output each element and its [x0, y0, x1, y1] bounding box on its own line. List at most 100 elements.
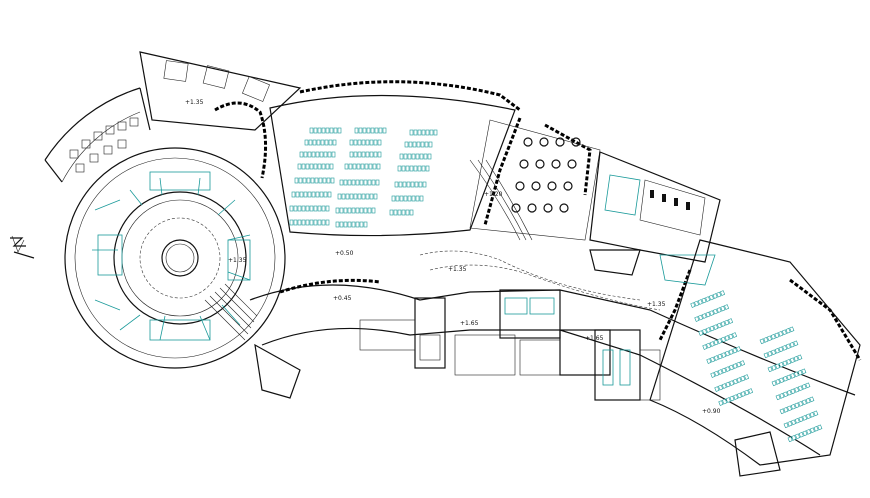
seat: [351, 179, 356, 186]
seat: [313, 127, 318, 134]
seat: [698, 330, 704, 336]
seat: [382, 127, 387, 134]
east-wing: [589, 151, 721, 286]
seat: [323, 191, 328, 198]
seat: [369, 139, 374, 146]
cafe-table: [523, 137, 533, 147]
seat: [363, 179, 368, 186]
seat: [709, 310, 715, 316]
seat: [783, 422, 789, 429]
seat: [403, 195, 408, 202]
seat: [323, 151, 328, 158]
seat: [701, 313, 707, 319]
seat: [349, 193, 354, 200]
seat: [293, 205, 298, 212]
cafe-table: [563, 181, 573, 191]
seat: [339, 179, 344, 186]
seat: [404, 141, 409, 148]
seat: [355, 221, 360, 228]
seat: [767, 335, 773, 342]
seat: [299, 151, 304, 158]
seat: [728, 349, 734, 355]
seat: [343, 221, 348, 228]
seat: [308, 139, 313, 146]
seat: [424, 141, 429, 148]
seat: [775, 394, 781, 401]
seat: [698, 314, 704, 321]
seat: [377, 151, 382, 158]
seat: [331, 151, 336, 158]
seat: [782, 360, 788, 367]
seat: [717, 353, 723, 360]
seat: [736, 392, 742, 399]
cafe-table: [555, 137, 565, 147]
seat: [802, 414, 808, 421]
seat: [397, 209, 402, 216]
cafe-table: [559, 203, 569, 213]
seat: [417, 129, 422, 136]
seat: [306, 177, 311, 184]
seat: [714, 386, 720, 392]
seat: [414, 181, 419, 188]
seat: [399, 153, 404, 160]
seat: [324, 139, 329, 146]
seat: [716, 322, 722, 329]
seat: [398, 181, 403, 188]
level-labels: +1.35 +1.35 +0.50 +0.45 +1.20 +1.35 +1.6…: [185, 99, 721, 415]
seat: [375, 179, 380, 186]
seat: [357, 151, 362, 158]
seat: [393, 209, 398, 216]
seat: [337, 193, 342, 200]
seat: [347, 179, 352, 186]
seat: [399, 195, 404, 202]
seat: [315, 151, 320, 158]
seat: [357, 139, 362, 146]
seat: [418, 181, 423, 188]
seat: [779, 377, 785, 384]
seat: [367, 207, 372, 214]
seat: [718, 400, 724, 406]
seat: [778, 330, 784, 337]
seat: [724, 335, 730, 341]
seat: [790, 372, 796, 379]
seat: [794, 386, 800, 393]
seat: [314, 177, 319, 184]
seat: [370, 127, 375, 134]
seat: [797, 369, 803, 376]
cafe-table: [515, 181, 525, 191]
seat: [767, 350, 773, 357]
seat: [789, 341, 795, 348]
seat: [705, 327, 711, 333]
seat: [798, 400, 804, 407]
seat: [363, 221, 368, 228]
cafe-table: [527, 203, 537, 213]
seat: [351, 221, 356, 228]
seat: [789, 357, 795, 364]
seat: [317, 205, 322, 212]
level-label: +0.45: [333, 295, 352, 302]
seat: [712, 308, 718, 315]
north-arrow-icon: [10, 235, 35, 259]
seat: [778, 361, 784, 368]
seat: [328, 139, 333, 146]
seat: [312, 139, 317, 146]
seat: [307, 151, 312, 158]
seat: [728, 364, 734, 371]
level-label: +1.35: [185, 99, 204, 106]
seat: [311, 191, 316, 198]
seat: [794, 417, 800, 424]
seat: [409, 129, 414, 136]
seat: [321, 163, 326, 170]
seat: [311, 151, 316, 158]
cafe-table: [571, 137, 581, 147]
seat: [372, 163, 377, 170]
seat: [782, 344, 788, 351]
seat: [782, 375, 788, 382]
seat: [787, 420, 793, 427]
corridor: [249, 250, 856, 456]
seat: [721, 367, 727, 374]
seat: [373, 139, 378, 146]
seat: [774, 347, 780, 354]
seat: [725, 366, 731, 372]
seat: [411, 195, 416, 202]
